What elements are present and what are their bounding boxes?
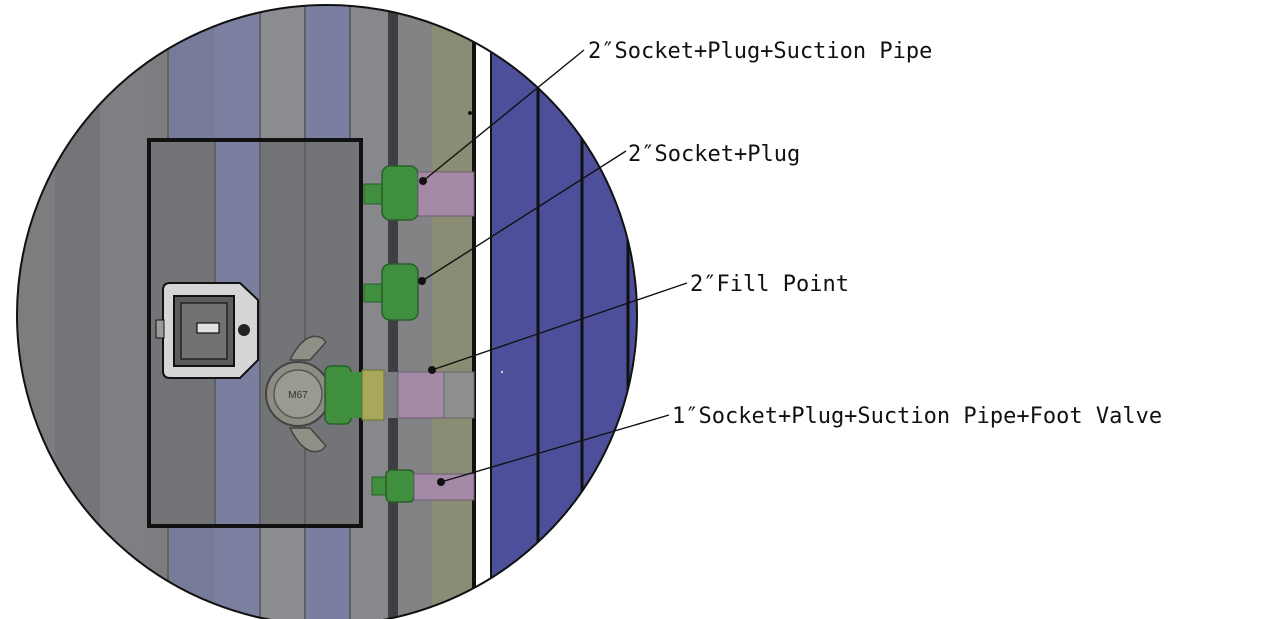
label-suction-2in: 2″Socket+Plug+Suction Pipe bbox=[588, 39, 932, 64]
detail-circle-outline bbox=[16, 4, 638, 619]
callout-labels: 2″Socket+Plug+Suction Pipe 2″Socket+Plug… bbox=[588, 39, 1162, 429]
leader-socket-plug-2in bbox=[421, 150, 627, 282]
leader-suction-2in bbox=[422, 49, 585, 182]
valve-cap-marking: M67 bbox=[288, 390, 308, 401]
label-socket-plug-2in: 2″Socket+Plug bbox=[628, 142, 800, 167]
label-fill-point: 2″Fill Point bbox=[690, 272, 849, 297]
leader-suction-foot-1in bbox=[440, 414, 670, 483]
socket-plug-2in bbox=[363, 263, 419, 321]
leader-fill-point bbox=[431, 282, 688, 371]
camlock-cap: M67 bbox=[265, 335, 352, 453]
label-suction-foot-1in: 1″Socket+Plug+Suction Pipe+Foot Valve bbox=[672, 404, 1162, 429]
latch-handle bbox=[155, 282, 259, 379]
fill-point-assembly bbox=[350, 369, 475, 421]
socket-plug-suction-2in bbox=[363, 165, 475, 221]
magnified-detail-circle: M67 bbox=[17, 5, 637, 619]
socket-plug-suction-foot-1in bbox=[371, 469, 475, 503]
olive-strip bbox=[432, 5, 474, 619]
leader-lines bbox=[418, 49, 688, 486]
